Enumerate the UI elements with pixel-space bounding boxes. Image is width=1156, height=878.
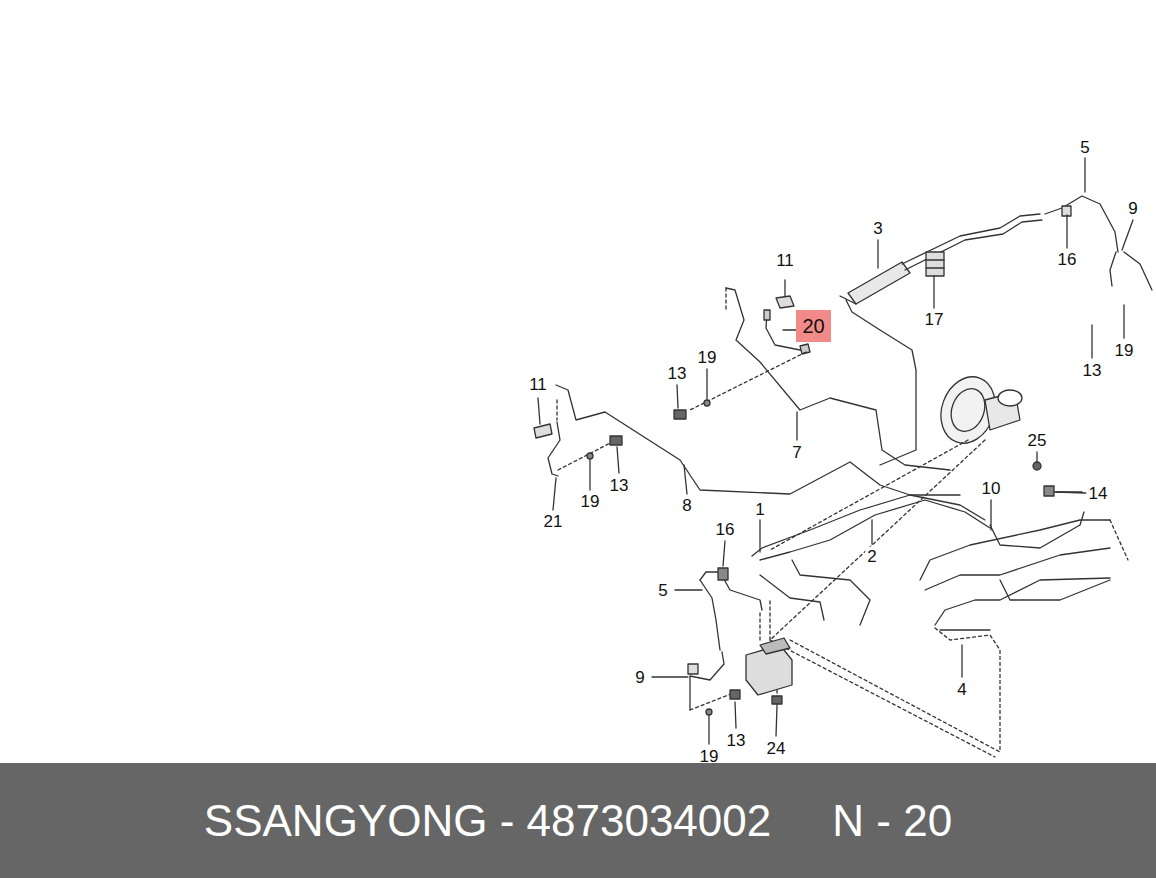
callout-number: 20 [802, 315, 824, 338]
callout-number: 7 [790, 443, 803, 462]
part-number-text: SSANGYONG - 4873034002 N - 20 [204, 796, 952, 846]
callout-number: 1 [753, 500, 766, 519]
part-number-band: SSANGYONG - 4873034002 N - 20 [0, 763, 1156, 878]
callout-number: 13 [666, 364, 689, 383]
callout-number: 5 [656, 581, 669, 600]
callout-number: 25 [1026, 431, 1049, 450]
callout-number: 13 [725, 731, 748, 750]
callout-number: 5 [1078, 138, 1091, 157]
callout-number: 19 [696, 348, 719, 367]
callout-number: 16 [714, 520, 737, 539]
callout-number: 13 [608, 476, 631, 495]
callout-number: 19 [579, 492, 602, 511]
callout-number: 10 [980, 479, 1003, 498]
callout-number: 11 [527, 375, 549, 394]
highlighted-callout: 20 [796, 310, 831, 342]
callout-number: 16 [1056, 250, 1079, 269]
callout-number: 9 [1126, 199, 1139, 218]
callout-number: 13 [1081, 361, 1104, 380]
callout-number: 3 [871, 219, 884, 238]
callout-number: 9 [633, 668, 646, 687]
callout-number: 2 [865, 547, 878, 566]
callout-number: 21 [542, 512, 565, 531]
callout-number: 11 [774, 251, 796, 270]
callout-number: 19 [1113, 341, 1136, 360]
callout-number: 24 [765, 739, 788, 758]
callout-number: 14 [1087, 484, 1110, 503]
callout-number: 8 [680, 496, 693, 515]
callout-number: 17 [923, 310, 946, 329]
callout-number: 4 [955, 680, 968, 699]
